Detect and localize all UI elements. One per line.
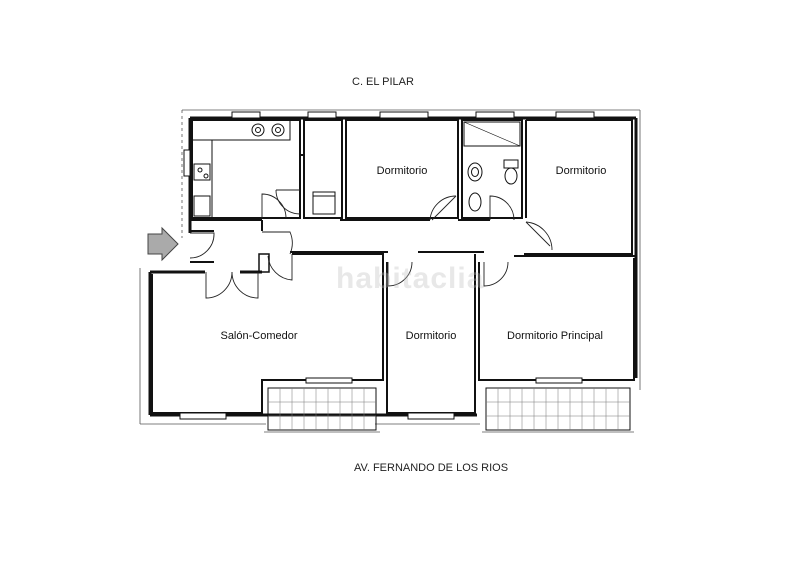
room-label-bedroom-top-2: Dormitorio [555, 165, 607, 177]
bidet-icon [468, 192, 482, 212]
master-bedroom [478, 258, 635, 381]
washing-machine-icon [312, 191, 336, 215]
living-dining-room [151, 253, 384, 414]
terrace-left-tiles [268, 388, 376, 430]
terrace-right-tiles [486, 388, 630, 430]
bathroom [461, 119, 523, 219]
room-label-living-dining: Salón-Comedor [220, 330, 298, 342]
terrace-left [264, 387, 380, 433]
terrace-right [482, 387, 634, 433]
utility-room [300, 119, 343, 219]
washbasin-icon [467, 162, 483, 182]
street-name-bottom: AV. FERNANDO DE LOS RIOS [354, 462, 509, 474]
bedroom-top-1 [345, 119, 459, 219]
top-windows [183, 111, 595, 177]
shower-icon [463, 121, 521, 147]
bedroom-top-2 [524, 119, 633, 255]
stove-icon [193, 163, 211, 181]
entrance-arrow-icon [147, 226, 179, 262]
watermark: habitaclia [336, 262, 485, 295]
room-label-master-bedroom: Dormitorio Principal [507, 330, 603, 342]
room-label-bedroom-bottom: Dormitorio [405, 330, 457, 342]
facade-lines [139, 109, 641, 425]
room-label-bedroom-top-1: Dormitorio [376, 165, 428, 177]
corridor [190, 219, 636, 273]
street-name-top: C. EL PILAR [352, 76, 414, 88]
toilet-icon [503, 159, 519, 185]
sink-icon [251, 123, 285, 137]
door-swings [189, 189, 553, 299]
bottom-windows [179, 377, 583, 420]
kitchen [191, 119, 301, 219]
